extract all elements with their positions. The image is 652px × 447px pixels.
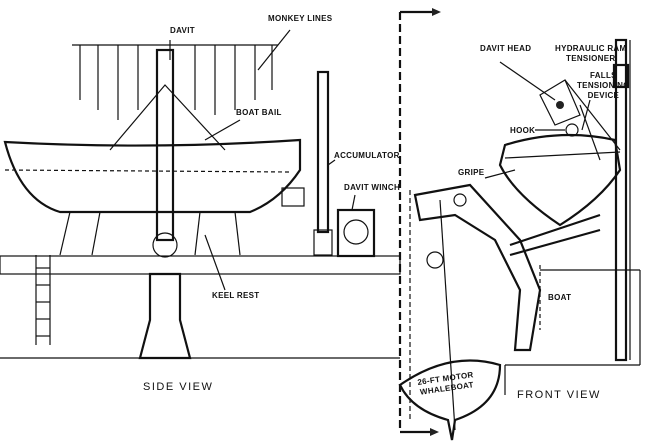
boat-motor [281,187,305,207]
label-boat: BOAT [548,293,572,302]
label-falls-tensioning-device: FALLS TENSIONING DEVICE [577,71,630,100]
leader-keel-rest [204,234,226,291]
leader-monkey-lines [257,29,291,71]
davit-arm [413,183,542,352]
section-divider [398,8,441,436]
arrow-right-icon [430,428,439,436]
leader-boat-bail [204,119,241,141]
falls [579,104,601,161]
boat-hull-side [3,138,302,214]
davit-column [614,38,628,362]
davit-head [539,79,581,126]
boat-bail [109,84,226,151]
hydraulic-ram [612,63,630,89]
side-view-drawing [0,29,401,360]
boat-hull-front [498,133,622,227]
front-view-drawing [398,38,641,441]
accumulator [316,70,330,234]
front-view-title: FRONT VIEW [517,389,601,401]
label-hook: HOOK [510,126,536,135]
hook [565,123,579,137]
label-gripe: GRIPE [458,168,485,177]
label-davit-winch: DAVIT WINCH [344,183,401,192]
leader-gripe [484,169,516,179]
label-keel-rest: KEEL REST [212,291,260,300]
label-boat-bail: BOAT BAIL [236,108,282,117]
davit-winch [336,208,376,258]
arrow-right-icon [432,8,441,16]
pedestal [138,272,192,360]
label-accumulator: ACCUMULATOR [334,151,400,160]
label-monkey-lines: MONKEY LINES [268,14,333,23]
ladder [35,255,51,345]
label-davit-head: DAVIT HEAD [480,44,532,53]
leader-davit-head [499,61,556,101]
label-hydraulic-ram-tensioner: HYDRAULIC RAM TENSIONER [555,44,627,63]
deck-beam [0,255,401,275]
whaleboat-section [398,359,502,441]
side-view-title: SIDE VIEW [143,381,214,393]
label-davit: DAVIT [170,26,195,35]
keel-rests [59,211,241,256]
monkey-lines [79,45,273,120]
